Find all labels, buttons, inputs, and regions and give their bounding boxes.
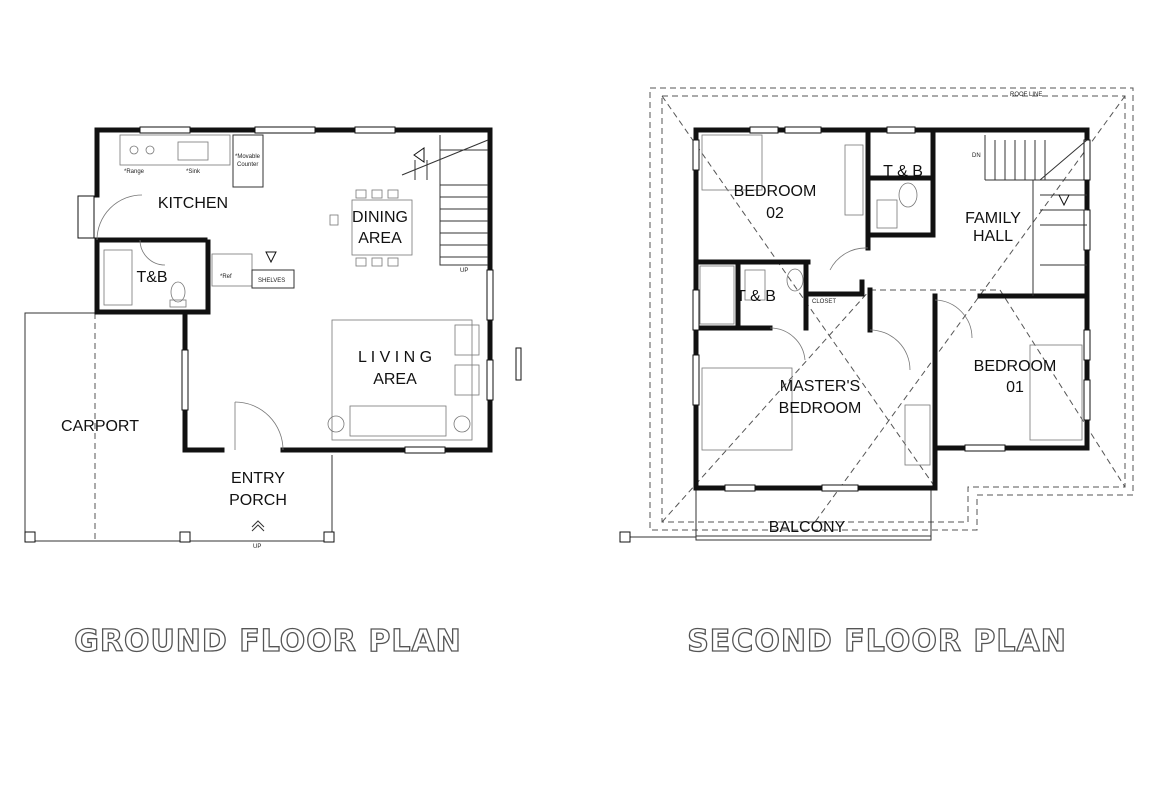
room-label-tb: T&B — [136, 269, 167, 286]
room-label-living-1: L I V I N G — [358, 349, 432, 366]
ground-tb-fixtures — [103, 249, 187, 308]
room-label-masters-2: BEDROOM — [779, 400, 862, 417]
ground-walls — [94, 127, 493, 453]
room-label-family-2: HALL — [973, 228, 1013, 245]
closet-label: CLOSET — [812, 299, 836, 305]
kitchen-fixtures: *Range *Sink *Movable Counter *Ref SHELV… — [119, 134, 468, 289]
roof-line-label: ROOF LINE — [1010, 92, 1042, 98]
room-label-kitchen: KITCHEN — [158, 195, 228, 212]
room-label-family-1: FAMILY — [965, 210, 1021, 227]
shelves-label: SHELVES — [258, 278, 285, 284]
second-walls — [693, 127, 1090, 491]
room-label-carport: CARPORT — [61, 418, 139, 435]
room-label-dining-2: AREA — [358, 230, 402, 247]
room-label-tb-top: T & B — [883, 163, 923, 180]
ground-doors — [96, 194, 284, 451]
carport-outline — [24, 312, 335, 543]
stair-arrow-icon — [413, 147, 425, 163]
room-label-entry-1: ENTRY — [231, 470, 285, 487]
dn-label: DN — [972, 153, 981, 159]
dining-table — [329, 189, 413, 267]
down-arrow-icon — [265, 251, 277, 264]
second-floor-title: SECOND FLOOR PLAN — [687, 624, 1067, 659]
room-label-bedroom01-1: BEDROOM — [974, 358, 1057, 375]
ground-floor-title: GROUND FLOOR PLAN — [74, 624, 462, 659]
room-label-bedroom01-2: 01 — [1006, 379, 1024, 396]
room-label-living-2: AREA — [373, 371, 417, 388]
sink-label: *Sink — [186, 169, 201, 175]
second-doors — [769, 247, 973, 371]
second-stairs: DN — [972, 139, 1088, 266]
movable-counter-label-2: Counter — [237, 162, 258, 168]
room-label-dining-1: DINING — [352, 209, 408, 226]
ground-stairs — [401, 139, 489, 258]
beds — [701, 134, 1083, 466]
range-label: *Range — [124, 169, 145, 175]
porch-up-arrow-icon: UP — [251, 520, 265, 550]
ground-floor-plan: *Range *Sink *Movable Counter *Ref SHELV… — [24, 126, 522, 660]
roof-line-outline: ROOF LINE — [649, 87, 1134, 531]
room-label-balcony: BALCONY — [769, 519, 846, 536]
stair-up-label: UP — [460, 268, 468, 274]
room-label-bedroom02-2: 02 — [766, 205, 784, 222]
balcony-outline — [619, 487, 932, 543]
room-label-tb-mid: T & B — [736, 288, 776, 305]
ref-label: *Ref — [220, 274, 232, 280]
living-furniture — [327, 319, 480, 441]
second-floor-plan: ROOF LINE — [619, 87, 1134, 660]
ground-windows — [77, 126, 522, 454]
movable-counter-label-1: *Movable — [235, 154, 261, 160]
porch-up-label: UP — [253, 544, 261, 550]
room-label-entry-2: PORCH — [229, 492, 287, 509]
second-tb-fixtures: CLOSET — [699, 182, 918, 325]
room-label-bedroom02-1: BEDROOM — [734, 183, 817, 200]
second-windows — [692, 126, 1091, 492]
room-label-masters-1: MASTER'S — [780, 378, 860, 395]
down-arrow-icon-2 — [1058, 194, 1070, 207]
